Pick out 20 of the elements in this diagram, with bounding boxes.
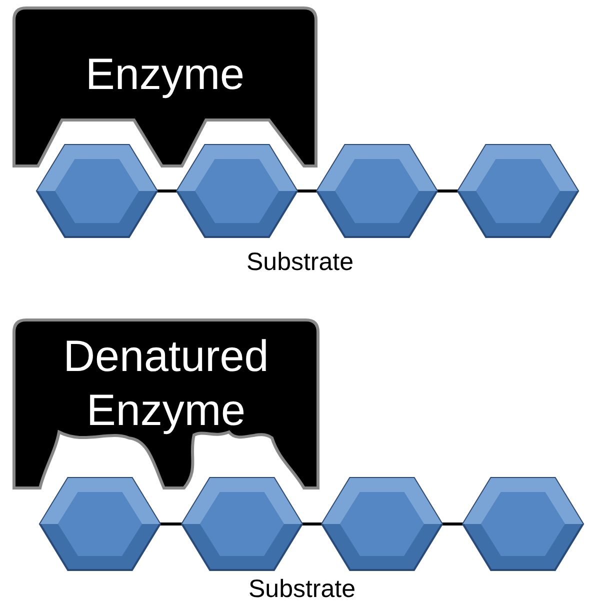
substrate-label: Substrate [246,248,354,277]
enzyme-label: Enzyme [84,49,246,101]
connector-line [302,522,322,526]
connector-line [160,522,182,526]
connector-line [442,522,463,526]
connector-line [437,190,458,192]
hexagon-unit [177,145,297,237]
hexagon-unit [458,145,578,237]
enzyme-label: Denatured Enzyme [62,331,270,437]
hexagon-unit [37,145,157,237]
hexagon-unit [40,478,160,570]
enzyme-block [14,8,316,166]
connector-line [157,190,177,192]
hexagon-unit [182,478,302,570]
hexagon-unit [317,145,437,237]
substrate-label: Substrate [248,575,356,604]
connector-line [297,190,317,192]
enzyme-block [14,320,318,488]
hexagon-unit [463,478,583,570]
hexagon-unit [322,478,442,570]
